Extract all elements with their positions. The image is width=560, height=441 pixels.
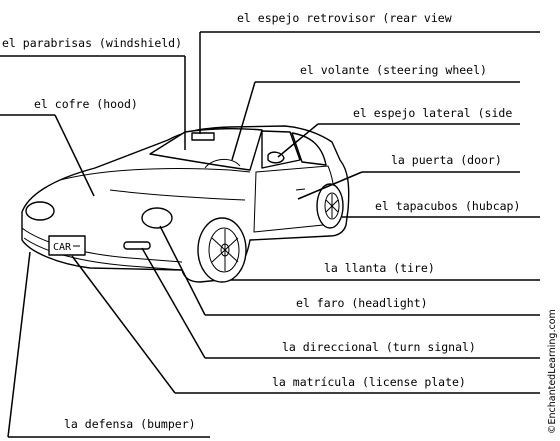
- label-steering-wheel: el volante (steering wheel): [300, 63, 487, 77]
- label-headlight: el faro (headlight): [296, 296, 428, 310]
- label-side-mirror: el espejo lateral (side: [353, 106, 512, 120]
- watermark: ©EnchantedLearning.com: [547, 309, 558, 434]
- label-hubcap: el tapacubos (hubcap): [375, 199, 520, 213]
- label-windshield: el parabrisas (windshield): [2, 36, 182, 50]
- headlight-right: [142, 208, 172, 228]
- label-bumper: la defensa (bumper): [64, 417, 196, 431]
- front-wheel: [198, 218, 246, 282]
- headlight-left: [26, 202, 54, 220]
- rear-wheel: [317, 184, 343, 228]
- plate-text: CAR: [53, 242, 72, 253]
- label-rearview-mirror: el espejo retrovisor (rear view: [237, 11, 452, 25]
- turn-signal: [124, 242, 150, 249]
- label-turn-signal: la direccional (turn signal): [282, 340, 476, 354]
- rearview-mirror: [192, 133, 214, 140]
- label-license-plate: la matrícula (license plate): [272, 375, 466, 389]
- label-hood: el cofre (hood): [34, 97, 138, 111]
- label-tire: la llanta (tire): [324, 261, 435, 275]
- label-door: la puerta (door): [391, 153, 502, 167]
